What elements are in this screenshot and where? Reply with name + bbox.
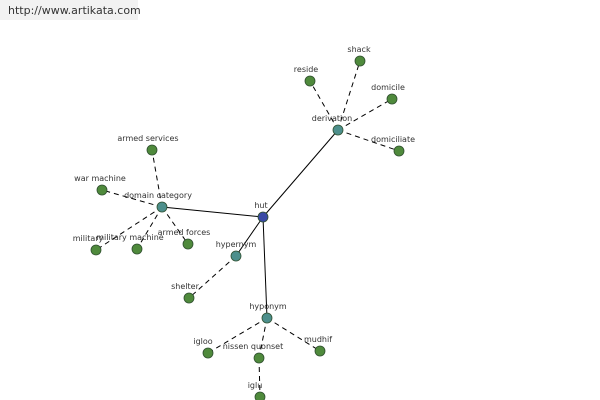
node-label-armed-services: armed services xyxy=(117,134,178,143)
node-igloo[interactable] xyxy=(202,347,214,359)
edge-hut-to-hyponym xyxy=(262,216,268,319)
edge-domain-category-to-armed-forces xyxy=(161,206,189,245)
edge-domain-category-to-military xyxy=(95,206,163,251)
node-armed-forces[interactable] xyxy=(182,238,194,250)
edge-domain-category-to-military-machine xyxy=(136,206,163,250)
node-label-shack: shack xyxy=(347,45,371,54)
node-label-mudhif: mudhif xyxy=(304,335,332,344)
node-military[interactable] xyxy=(90,244,102,256)
edges-layer xyxy=(95,60,400,398)
edge-hut-to-domain-category xyxy=(161,206,264,218)
edge-derivation-to-domicile xyxy=(337,98,393,131)
edge-derivation-to-shack xyxy=(337,60,361,131)
node-mudhif[interactable] xyxy=(314,345,326,357)
node-label-armed-forces: armed forces xyxy=(158,228,211,237)
edge-derivation-to-reside xyxy=(309,80,339,131)
node-armed-services[interactable] xyxy=(146,144,158,156)
node-label-military-machine: military machine xyxy=(96,233,164,242)
node-military-machine[interactable] xyxy=(131,243,143,255)
node-derivation[interactable] xyxy=(332,124,344,136)
node-label-iglu: iglu xyxy=(248,381,263,390)
node-label-domiciliate: domiciliate xyxy=(371,135,415,144)
node-hut[interactable] xyxy=(257,211,269,223)
node-domain-category[interactable] xyxy=(156,201,168,213)
node-label-derivation: derivation xyxy=(312,114,352,123)
node-nissen-quonset[interactable] xyxy=(253,352,265,364)
node-hyponym[interactable] xyxy=(261,312,273,324)
node-label-hyponym: hyponym xyxy=(249,302,287,311)
node-shelter[interactable] xyxy=(183,292,195,304)
edge-hyponym-to-mudhif xyxy=(266,317,321,352)
node-label-nissen-quonset: nissen quonset xyxy=(223,342,284,351)
node-iglu[interactable] xyxy=(254,391,266,400)
labels-layer: hut derivation domain category hypernym hypo… xyxy=(73,45,415,390)
edge-domain-category-to-war-machine xyxy=(101,189,163,208)
node-label-war-machine: war machine xyxy=(74,174,126,183)
edge-hut-to-derivation xyxy=(262,129,339,218)
watermark-url[interactable]: http://www.artikata.com xyxy=(0,0,141,20)
edge-domain-category-to-armed-services xyxy=(151,149,163,208)
node-label-igloo: igloo xyxy=(193,337,212,346)
node-label-domain-category: domain category xyxy=(124,191,192,200)
nodes-layer xyxy=(90,55,405,400)
node-reside[interactable] xyxy=(304,75,316,87)
node-shack[interactable] xyxy=(354,55,366,67)
node-label-reside: reside xyxy=(294,65,319,74)
edge-hyponym-to-nissen-quonset xyxy=(258,317,268,359)
node-hypernym[interactable] xyxy=(230,250,242,262)
node-domiciliate[interactable] xyxy=(393,145,405,157)
node-domicile[interactable] xyxy=(386,93,398,105)
node-label-hut: hut xyxy=(254,201,267,210)
edge-derivation-to-domiciliate xyxy=(337,129,400,152)
node-war-machine[interactable] xyxy=(96,184,108,196)
edge-hut-to-hypernym xyxy=(235,216,264,257)
edge-hyponym-to-igloo xyxy=(207,317,268,354)
node-label-shelter: shelter xyxy=(171,282,199,291)
node-label-military: military xyxy=(73,234,104,243)
edge-hypernym-to-shelter xyxy=(188,255,237,299)
edge-nissen-quonset-to-iglu xyxy=(258,357,261,398)
node-label-hypernym: hypernym xyxy=(216,240,257,249)
node-label-domicile: domicile xyxy=(371,83,405,92)
